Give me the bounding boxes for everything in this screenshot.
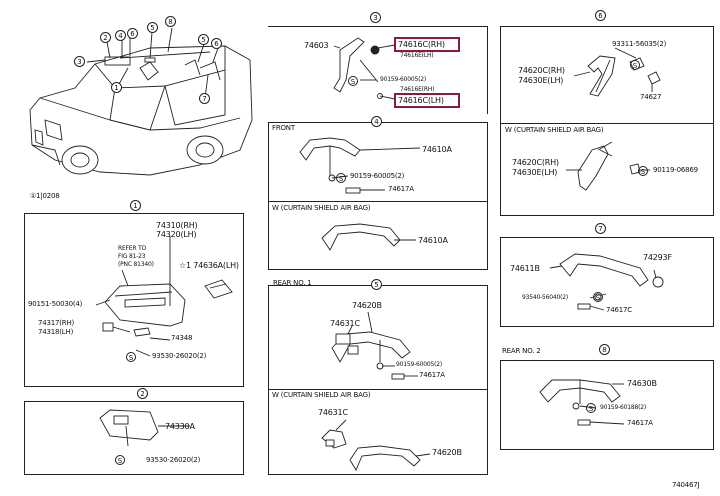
grip-74620b-label: 74620B: [352, 301, 382, 310]
vehicle-illustration: [29, 45, 253, 176]
reference-code: ①1|0208: [30, 192, 60, 200]
refer-line-1: REFER TO: [118, 245, 147, 252]
vehicle-callout-1: 1: [111, 82, 122, 93]
section-3-box: [268, 26, 488, 114]
grip-74610a-csa-label: 74610A: [418, 236, 448, 245]
cover-lh-behind-label: 74616E(RH): [400, 86, 435, 93]
section-6-csa-divider: [500, 123, 714, 124]
sun-visor-rh-label: 74310(RH): [156, 221, 198, 230]
grip-7-screw-label: 93540-56040(2): [522, 294, 569, 301]
grip-74620b-csa-label: 74620B: [432, 448, 462, 457]
assist-grip-3-drawing: [333, 37, 396, 100]
grip-74603-label: 74603: [304, 41, 329, 50]
section-8-box: [500, 360, 714, 450]
callout-section-2: 2: [137, 388, 148, 399]
section-4-box: [268, 122, 488, 270]
section-2-box: [24, 401, 244, 475]
vehicle-callout-2: 2: [100, 32, 111, 43]
grip-74610a-label: 74610A: [422, 145, 452, 154]
grip-8-cover-label: 74617A: [627, 419, 653, 427]
callout-section-4: 4: [371, 116, 382, 127]
vehicle-callout-5b: 5: [198, 34, 209, 45]
grip-5-cover-label: 74617A: [419, 371, 445, 379]
front-csa-label: W (CURTAIN SHIELD AIR BAG): [272, 204, 371, 212]
callout-section-1: 1: [130, 200, 141, 211]
grip-6-cap-label: 74627: [640, 93, 662, 101]
visor-screw2-label: 93530-26020(2): [152, 352, 207, 360]
vehicle-callout-5a: 5: [147, 22, 158, 33]
bracket-74631c-csa-label: 74631C: [318, 408, 348, 417]
section-5-csa-divider: [268, 389, 488, 390]
cover-rh-highlight: [394, 37, 460, 52]
screw-symbol-2: S: [115, 455, 125, 465]
grip-4-screw-label: 90159-60005(2): [350, 172, 405, 180]
vehicle-callout-4: 4: [115, 30, 126, 41]
callout-section-6: 6: [595, 10, 606, 21]
rear2-label: REAR NO. 2: [502, 347, 541, 355]
grip-4-cover-label: 74617A: [388, 185, 414, 193]
cover-lh-label: 74616C(LH): [398, 96, 444, 105]
grip-5-screw-label: 90159-60005(2): [396, 361, 443, 368]
visor-holder-screw-label: 93530-26020(2): [146, 456, 201, 464]
cap-74293f-label: 74293F: [643, 253, 672, 262]
grip-8-screw-label: 90159-60188(2): [600, 404, 647, 411]
visor-holder-rh-label: 74317(RH): [38, 319, 75, 327]
section-6-box: [500, 26, 714, 216]
assist-grip-8-drawing: [539, 379, 625, 426]
visor-holder-lh-label: 74318(LH): [38, 328, 74, 336]
grip-3-screw-label: 90159-60005(2): [380, 76, 427, 83]
refer-line-3: (PNC 81340): [118, 261, 154, 268]
grip-6-csa-lh-label: 74630E(LH): [512, 168, 558, 177]
sun-visor-drawing: [95, 236, 233, 357]
screw-symbol-3: S: [348, 76, 358, 86]
section-1-box: [24, 213, 244, 387]
callout-section-5: 5: [371, 279, 382, 290]
screw-symbol-8: S: [586, 403, 596, 413]
vanity-lamp-label: ☆1 74636A(LH): [179, 261, 239, 270]
grip-6-csa-label: W (CURTAIN SHIELD AIR BAG): [505, 126, 604, 134]
grip-6-screw-top-label: 93311-56035(2): [612, 40, 667, 48]
grip-74630b-label: 74630B: [627, 379, 657, 388]
grip-6-lh-label: 74630E(LH): [518, 76, 564, 85]
grip-6-csa-rh-label: 74620C(RH): [512, 158, 559, 167]
grip-74611b-label: 74611B: [510, 264, 540, 273]
screw-symbol-6b: S: [638, 166, 648, 176]
callout-section-7: 7: [595, 223, 606, 234]
assist-grip-4-drawing: [299, 137, 421, 251]
grip-6-rh-label: 74620C(RH): [518, 66, 565, 75]
screw-symbol-1: S: [126, 352, 136, 362]
grip-6-csa-screw-label: 90119-06869: [653, 166, 698, 174]
refer-line-2: FIG 81-23: [118, 253, 146, 260]
visor-holder-drawing: [99, 409, 190, 447]
visor-holder-part-label: 74330A: [165, 422, 195, 431]
section-5-box: [268, 285, 488, 475]
vehicle-callout-7: 7: [199, 93, 210, 104]
front-label: FRONT: [272, 124, 295, 132]
cover-rh-behind-label: 74616E(LH): [400, 52, 434, 59]
visor-screw-label: 90151-50030(4): [28, 300, 83, 308]
vehicle-callout-8: 8: [165, 16, 176, 27]
cover-lh-highlight: [394, 93, 460, 108]
screw-symbol-4: S: [336, 173, 346, 183]
callout-section-8: 8: [599, 344, 610, 355]
section-7-box: [500, 237, 714, 327]
section-4-csa-divider: [268, 201, 488, 202]
vehicle-callout-3: 3: [74, 56, 85, 67]
cover-rh-label: 74616C(RH): [398, 40, 445, 49]
grip-7-cover-label: 74617C: [606, 306, 632, 314]
rear1-csa-label: W (CURTAIN SHIELD AIR BAG): [272, 391, 371, 399]
bracket-74631c-label: 74631C: [330, 319, 360, 328]
visor-clip-label: 74348: [171, 334, 193, 342]
vehicle-callout-6: 6: [127, 28, 138, 39]
callout-section-3: 3: [370, 12, 381, 23]
page-code: 740467J: [672, 481, 700, 489]
rear1-label: REAR NO. 1: [273, 279, 312, 287]
assist-grip-5-drawing: [321, 311, 431, 471]
sun-visor-lh-label: 74320(LH): [156, 230, 197, 239]
screw-symbol-6: S: [630, 60, 640, 70]
screw-symbol-7: S: [593, 292, 603, 302]
vehicle-callout-6b: 6: [211, 38, 222, 49]
